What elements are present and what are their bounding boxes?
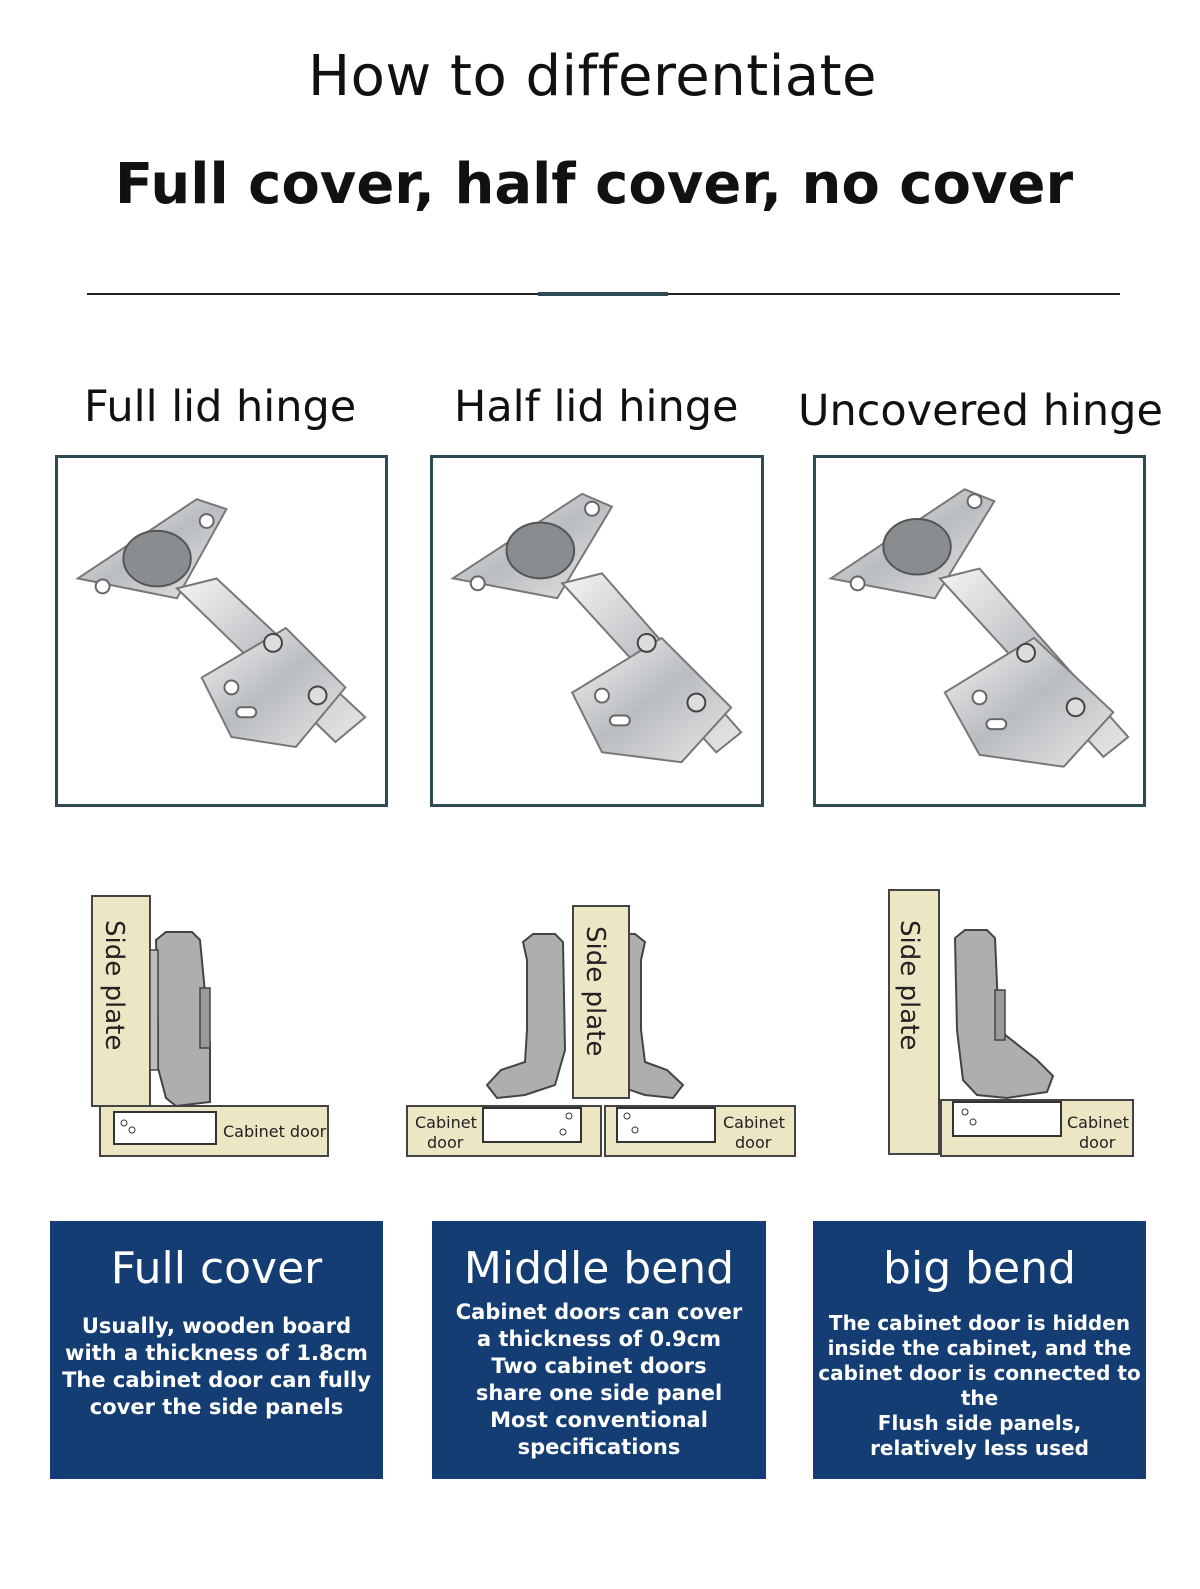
cabinet-hinge-icon	[828, 488, 1130, 768]
uncovered-hinge-label: Uncovered hinge	[798, 386, 1163, 436]
page-title: How to differentiate	[308, 44, 877, 109]
cabinet-label-right: Cabinet	[723, 1113, 785, 1132]
panel-description: Cabinet doors can cover a thickness of 0…	[455, 1300, 743, 1459]
panel-description: The cabinet door is hidden inside the ca…	[818, 1311, 1141, 1460]
big-bend-diagram: Side plate Cabinet door	[887, 880, 1137, 1170]
panel-heading: big bend	[883, 1243, 1076, 1294]
side-plate-board	[888, 889, 940, 1155]
side-plate-label: Side plate	[894, 920, 924, 1050]
full-cover-panel: Full cover Usually, wooden board with a …	[50, 1221, 383, 1479]
big-bend-panel: big bend The cabinet door is hidden insi…	[813, 1221, 1146, 1479]
page-subtitle: Full cover, half cover, no cover	[114, 152, 1074, 217]
door-label: door	[1079, 1133, 1116, 1152]
cabinet-hinge-icon	[450, 492, 743, 764]
half-lid-hinge-image	[430, 455, 764, 807]
cabinet-label-left: Cabinet	[415, 1113, 477, 1132]
panel-heading: Full cover	[110, 1243, 323, 1294]
middle-bend-panel: Middle bend Cabinet doors can cover a th…	[432, 1221, 766, 1479]
uncovered-hinge-image	[813, 455, 1146, 807]
cabinet-door-label: Cabinet door	[223, 1122, 327, 1141]
side-plate-label: Side plate	[580, 926, 610, 1056]
full-cover-diagram: Side plate Cabinet door	[88, 880, 338, 1170]
door-label-right: door	[735, 1133, 772, 1152]
half-lid-hinge-label: Half lid hinge	[454, 382, 739, 432]
panel-description: Usually, wooden board with a thickness o…	[62, 1314, 371, 1419]
cabinet-label: Cabinet	[1067, 1113, 1129, 1132]
middle-bend-diagram: Side plate Cabinet door Cabinet door	[405, 880, 797, 1170]
panel-heading: Middle bend	[463, 1243, 735, 1294]
divider-accent	[538, 292, 668, 296]
cabinet-hinge-icon	[75, 498, 367, 749]
door-label-left: door	[427, 1133, 464, 1152]
full-lid-hinge-image	[55, 455, 388, 807]
side-plate-board	[572, 905, 630, 1099]
full-lid-hinge-label: Full lid hinge	[84, 382, 357, 432]
side-plate-label: Side plate	[99, 920, 129, 1050]
